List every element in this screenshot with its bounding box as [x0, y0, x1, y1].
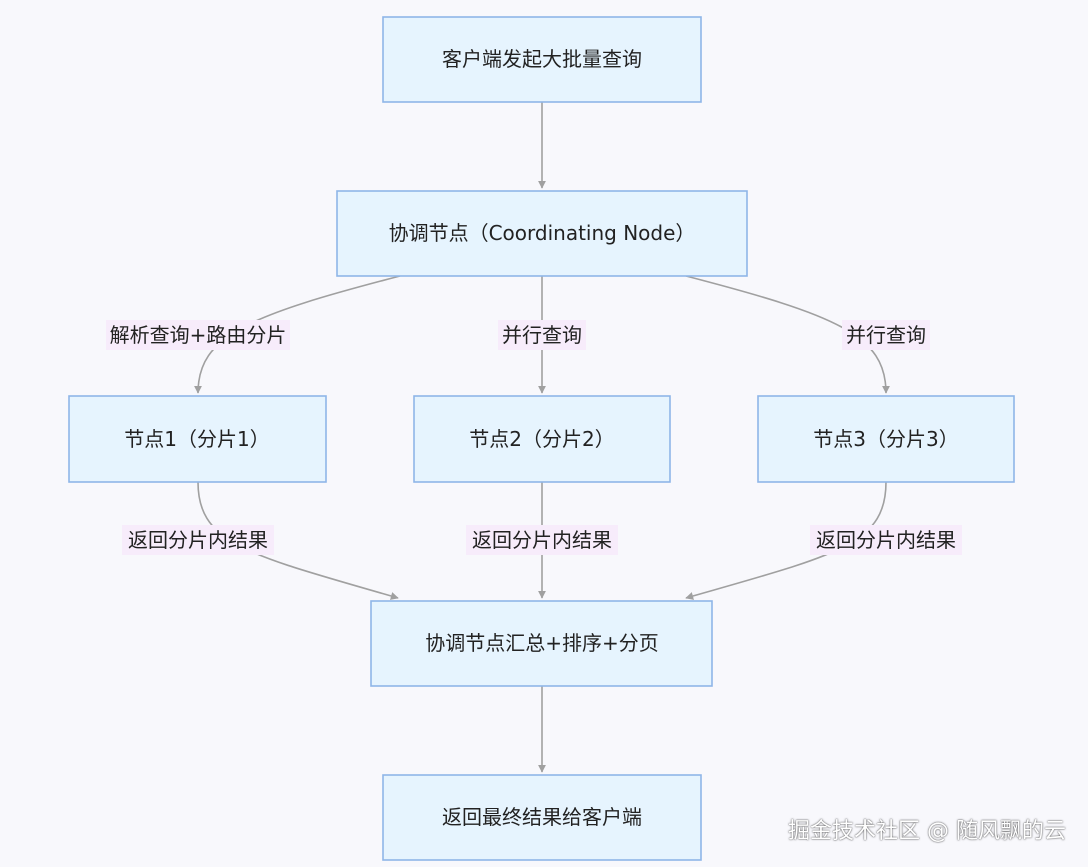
node-label: 节点3（分片3）: [813, 427, 958, 451]
node-label: 节点1（分片1）: [124, 427, 269, 451]
node-shard-1: 节点1（分片1）: [68, 395, 327, 483]
node-aggregate: 协调节点汇总+排序+分页: [370, 600, 713, 687]
node-coordinator: 协调节点（Coordinating Node）: [336, 190, 748, 277]
node-label: 返回最终结果给客户端: [442, 805, 642, 829]
edge-label-text: 并行查询: [502, 323, 582, 347]
edge-label-from-node3: 返回分片内结果: [810, 525, 962, 555]
edge-label-from-node1: 返回分片内结果: [122, 525, 274, 555]
watermark: 掘金技术社区 @ 随风飘的云: [788, 819, 1066, 844]
edge-label-text: 返回分片内结果: [816, 528, 956, 552]
edge-label-from-node2: 返回分片内结果: [466, 525, 618, 555]
edge-label-text: 返回分片内结果: [128, 528, 268, 552]
edge-label-to-node2: 并行查询: [498, 320, 586, 350]
edge-label-text: 解析查询+路由分片: [110, 323, 287, 347]
edge-label-text: 返回分片内结果: [472, 528, 612, 552]
node-return-client: 返回最终结果给客户端: [382, 774, 702, 861]
node-shard-2: 节点2（分片2）: [413, 395, 671, 483]
node-label: 协调节点汇总+排序+分页: [425, 631, 659, 655]
node-client-query: 客户端发起大批量查询: [382, 16, 702, 103]
edge-label-text: 并行查询: [846, 323, 926, 347]
node-label: 客户端发起大批量查询: [442, 47, 642, 71]
node-label: 节点2（分片2）: [469, 427, 614, 451]
edge-label-to-node3: 并行查询: [842, 320, 930, 350]
node-shard-3: 节点3（分片3）: [757, 395, 1015, 483]
node-label: 协调节点（Coordinating Node）: [389, 221, 696, 245]
edge-label-to-node1: 解析查询+路由分片: [106, 320, 290, 350]
